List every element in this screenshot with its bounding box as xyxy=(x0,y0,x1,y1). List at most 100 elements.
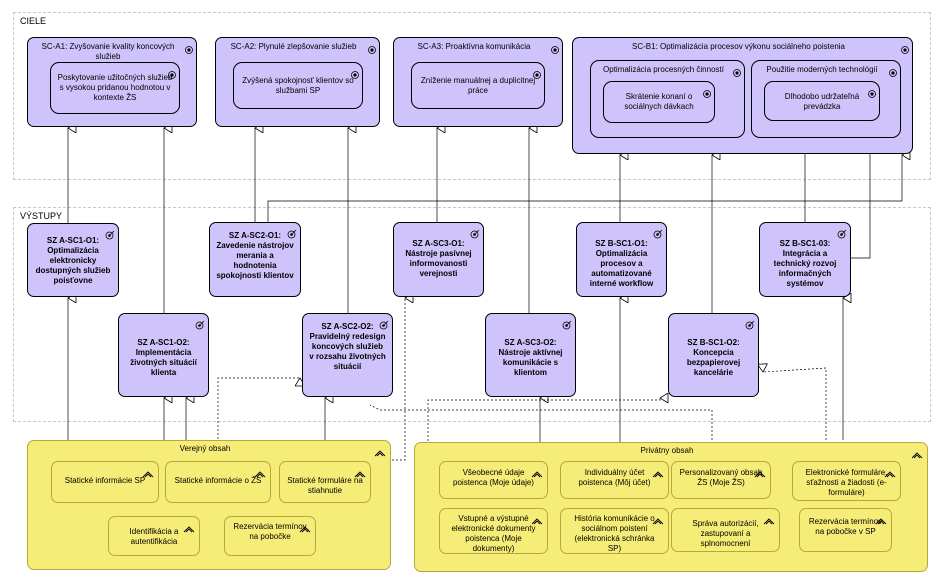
goal-sc-a2-inner[interactable]: Zvýšená spokojnosť klientov so službami … xyxy=(233,62,363,109)
deliverable-a-sc1-o2[interactable]: SZ A-SC1-O2: Implementácia životných sit… xyxy=(118,313,209,397)
private-item-label: Personalizovaný obsah ŽS (Moje ŽS) xyxy=(679,468,763,487)
goal-icon xyxy=(551,41,559,54)
goal-icon xyxy=(368,41,376,54)
private-item-label: História komunikácie o sociálnom poisten… xyxy=(574,514,655,553)
goal-sc-a3-inner[interactable]: Zníženie manuálnej a duplicitnej práce xyxy=(411,62,545,109)
public-item-label: Statické formuláre na stiahnutie xyxy=(287,476,363,495)
application-component-icon xyxy=(531,465,543,478)
application-component-icon xyxy=(884,465,896,478)
public-content[interactable]: Verejný obsah Statické informácie SP Sta… xyxy=(27,440,391,570)
deliverable-b-sc1-o2[interactable]: SZ B-SC1-O2: Koncepcia bezpapierovej kan… xyxy=(668,313,759,397)
public-content-title: Verejný obsah xyxy=(179,444,231,453)
deliverable-icon xyxy=(470,226,480,239)
goal-sc-a1-inner[interactable]: Poskytovanie užitočných služieb s vysoko… xyxy=(50,62,180,114)
public-item-identifikacia[interactable]: Identifikácia a autentifikácia xyxy=(108,516,200,556)
private-item-sprava-autorizacii[interactable]: Správa autorizácií, zastupovaní a splnom… xyxy=(671,508,780,552)
deliverable-b-sc1-o1[interactable]: SZ B-SC1-O1: Optimalizácia procesov a au… xyxy=(576,222,667,297)
goal-sc-a3-title: SC-A3: Proaktívna komunikácia xyxy=(417,42,531,51)
deliverable-b-sc1-03[interactable]: SZ B-SC1-03: Integrácia a technický rozv… xyxy=(759,222,851,297)
deliverable-b-sc1-03-label: SZ B-SC1-03: Integrácia a technický rozv… xyxy=(773,239,837,288)
public-item-label: Identifikácia a autentifikácia xyxy=(129,527,179,546)
goal-b1-moderne-technologie-title: Použitie moderných technológií xyxy=(766,65,878,74)
application-component-icon xyxy=(142,465,154,478)
goal-b1-skratenie-label: Skrátenie konaní o sociálnych dávkach xyxy=(624,92,694,111)
application-component-icon xyxy=(299,520,311,533)
goal-sc-b1[interactable]: SC-B1: Optimalizácia procesov výkonu soc… xyxy=(572,37,913,154)
public-item-staticke-formulare[interactable]: Statické formuláre na stiahnutie xyxy=(279,461,371,503)
application-component-icon xyxy=(652,512,664,525)
group-vystupy-label: VÝSTUPY xyxy=(20,211,63,221)
private-item-historia-komunikacie[interactable]: História komunikácie o sociálnom poisten… xyxy=(560,508,669,554)
deliverable-a-sc3-o2-label: SZ A-SC3-O2: Nástroje aktívnej komunikác… xyxy=(498,338,563,377)
deliverable-icon xyxy=(837,226,847,239)
deliverable-a-sc3-o1-label: SZ A-SC3-O1: Nástroje pasívnej informova… xyxy=(405,239,472,278)
goal-sc-a1[interactable]: SC-A1: Zvyšovanie kvality koncových služ… xyxy=(27,37,197,127)
deliverable-icon xyxy=(287,226,297,239)
goal-sc-a1-inner-label: Poskytovanie užitočných služieb s vysoko… xyxy=(57,73,173,102)
deliverable-a-sc2-o2-label: SZ A-SC2-O2: Pravidelný redesign koncový… xyxy=(309,322,386,371)
goal-icon xyxy=(351,66,359,79)
goal-b1-moderne-technologie[interactable]: Použitie moderných technológií Dlhodobo … xyxy=(751,60,901,138)
deliverable-icon xyxy=(195,317,205,330)
goal-sc-a1-title: SC-A1: Zvyšovanie kvality koncových služ… xyxy=(41,42,175,61)
public-item-staticke-informacie-sp[interactable]: Statické informácie SP xyxy=(51,461,159,503)
goal-b1-udrzatelna-prevadzka-label: Dlhodobo udržateľná prevádzka xyxy=(784,92,860,111)
goal-sc-a3[interactable]: SC-A3: Proaktívna komunikácia Zníženie m… xyxy=(393,37,563,127)
deliverable-a-sc3-o1[interactable]: SZ A-SC3-O1: Nástroje pasívnej informova… xyxy=(393,222,484,297)
deliverable-icon xyxy=(745,317,755,330)
goal-icon xyxy=(901,41,909,54)
deliverable-a-sc2-o1-label: SZ A-SC2-O1: Zavedenie nástrojov merania… xyxy=(216,231,294,280)
private-item-label: Individuálny účet poistenca (Môj účet) xyxy=(578,468,651,487)
deliverable-a-sc2-o2[interactable]: SZ A-SC2-O2: Pravidelný redesign koncový… xyxy=(302,313,393,397)
application-component-icon xyxy=(652,465,664,478)
private-item-rezervacia-terminov[interactable]: Rezervácia termínov na pobočke v SP xyxy=(799,508,892,552)
goal-icon xyxy=(889,64,897,77)
deliverable-a-sc2-o1[interactable]: SZ A-SC2-O1: Zavedenie nástrojov merania… xyxy=(209,222,301,297)
goal-sc-a2-title: SC-A2: Plynulé zlepšovanie služieb xyxy=(230,42,357,51)
application-component-icon xyxy=(354,465,366,478)
goal-b1-skratenie[interactable]: Skrátenie konaní o sociálnych dávkach xyxy=(603,81,715,123)
public-item-staticke-informacie-zs[interactable]: Statické informácie o ŽS xyxy=(165,461,271,503)
goal-icon xyxy=(868,85,876,98)
private-item-label: Rezervácia termínov na pobočke v SP xyxy=(808,517,883,536)
application-component-icon xyxy=(911,446,923,459)
deliverable-a-sc1-o1[interactable]: SZ A-SC1-O1: Optimalizácia elektronicky … xyxy=(27,223,119,297)
application-component-icon xyxy=(875,512,887,525)
deliverable-a-sc1-o1-label: SZ A-SC1-O1: Optimalizácia elektronicky … xyxy=(35,236,111,285)
public-item-label: Statické informácie SP xyxy=(64,476,146,485)
deliverable-a-sc1-o2-label: SZ A-SC1-O2: Implementácia životných sit… xyxy=(130,338,197,377)
private-item-personalizovany-obsah[interactable]: Personalizovaný obsah ŽS (Moje ŽS) xyxy=(671,461,771,499)
goal-icon xyxy=(533,66,541,79)
private-content-title: Privátny obsah xyxy=(640,446,694,455)
goal-sc-b1-title: SC-B1: Optimalizácia procesov výkonu soc… xyxy=(632,42,845,51)
deliverable-icon xyxy=(105,227,115,240)
private-item-vseobecne-udaje[interactable]: Všeobecné údaje poistenca (Moje údaje) xyxy=(439,461,548,499)
goal-icon xyxy=(185,41,193,54)
deliverable-a-sc3-o2[interactable]: SZ A-SC3-O2: Nástroje aktívnej komunikác… xyxy=(485,313,576,397)
goal-b1-optimalizacia-title: Optimalizácia procesných činností xyxy=(603,65,724,74)
deliverable-b-sc1-o1-label: SZ B-SC1-O1: Optimalizácia procesov a au… xyxy=(589,239,654,288)
private-content[interactable]: Privátny obsah Všeobecné údaje poistenca… xyxy=(414,442,928,572)
private-item-elektronicke-dokumenty[interactable]: Vstupné a výstupné elektronické dokument… xyxy=(439,508,548,554)
deliverable-icon xyxy=(653,226,663,239)
public-item-rezervacia[interactable]: Rezervácia termínov na pobočke xyxy=(224,516,316,556)
application-component-icon xyxy=(754,465,766,478)
goal-sc-a2[interactable]: SC-A2: Plynulé zlepšovanie služieb Zvýše… xyxy=(215,37,380,127)
goal-icon xyxy=(168,66,176,79)
deliverable-b-sc1-o2-label: SZ B-SC1-O2: Koncepcia bezpapierovej kan… xyxy=(686,338,741,377)
application-component-icon xyxy=(763,512,775,525)
public-item-label: Statické informácie o ŽS xyxy=(174,476,262,485)
private-item-individualny-ucet[interactable]: Individuálny účet poistenca (Môj účet) xyxy=(560,461,669,499)
application-component-icon xyxy=(374,444,386,457)
private-item-elektronicke-formulare[interactable]: Elektronické formuláre, sťažnosti a žiad… xyxy=(792,461,901,501)
application-component-icon xyxy=(183,520,195,533)
deliverable-icon xyxy=(562,317,572,330)
goal-icon xyxy=(733,64,741,77)
public-item-label: Rezervácia termínov na pobočke xyxy=(233,522,307,541)
private-item-label: Vstupné a výstupné elektronické dokument… xyxy=(451,514,536,553)
private-item-label: Všeobecné údaje poistenca (Moje údaje) xyxy=(453,468,534,487)
application-component-icon xyxy=(254,465,266,478)
application-component-icon xyxy=(531,512,543,525)
goal-b1-optimalizacia[interactable]: Optimalizácia procesných činností Skráte… xyxy=(590,60,745,138)
goal-b1-udrzatelna-prevadzka[interactable]: Dlhodobo udržateľná prevádzka xyxy=(764,81,880,121)
